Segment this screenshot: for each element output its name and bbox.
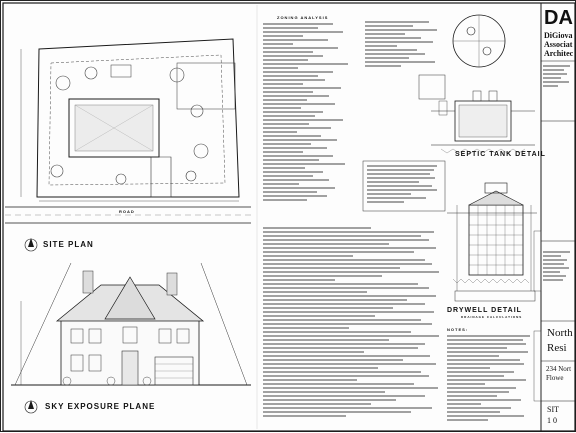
- project-name-line1: North: [547, 327, 573, 339]
- septic-calculations-text: [365, 21, 445, 71]
- firm-name-line2: Associat: [544, 40, 573, 49]
- drainage-calculations-heading: DRAINAGE CALCULATIONS: [461, 315, 523, 319]
- project-name-line2: Resi: [547, 342, 567, 354]
- zoning-analysis-text: [263, 23, 363, 223]
- septic-tank-detail-title: SEPTIC TANK DETAIL: [455, 151, 546, 158]
- general-notes-text: [263, 227, 443, 423]
- zoning-analysis-heading: ZONING ANALYSIS: [277, 15, 329, 20]
- site-plan-title: SITE PLAN: [43, 240, 94, 249]
- notes-heading: NOTES:: [447, 327, 469, 332]
- drywell-notes-text: [447, 335, 533, 425]
- revision-text: [543, 251, 573, 317]
- sheet-label: SIT: [547, 405, 559, 414]
- firm-logo-mark: DA: [544, 7, 573, 29]
- drywell-detail-title: DRYWELL DETAIL: [447, 307, 522, 314]
- project-address-line1: 234 Nort: [546, 365, 572, 373]
- firm-name-line1: DiGiova: [544, 31, 573, 40]
- road-label: ROAD: [119, 209, 135, 214]
- sheet-number: 1 0: [547, 416, 557, 425]
- boxed-notes-text: [367, 165, 441, 207]
- firm-address-text: [543, 65, 573, 115]
- firm-name-line3: Architec: [544, 49, 574, 58]
- sky-exposure-plane-title: SKY EXPOSURE PLANE: [45, 402, 156, 411]
- project-address-line2: Flowe: [546, 374, 564, 382]
